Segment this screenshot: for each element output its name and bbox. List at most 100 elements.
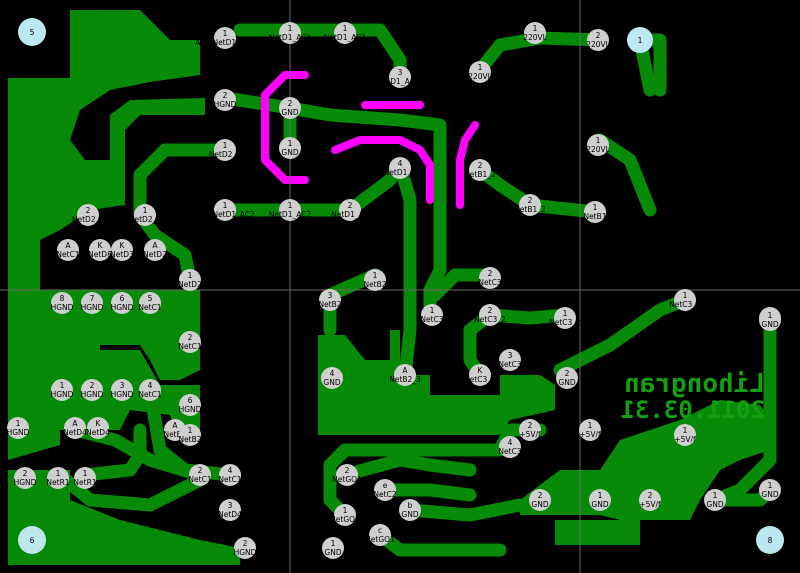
pad-number: 7 — [90, 294, 95, 303]
pad-number: 1 — [343, 24, 348, 33]
pad-net-label: NetD4 — [63, 428, 87, 437]
pad-number: 6 — [120, 294, 125, 303]
pad-circle — [111, 292, 133, 314]
copper-pour-right-bottom — [520, 400, 770, 520]
svg-text:1: 1 — [638, 36, 643, 45]
pad-number: 2 — [90, 381, 95, 390]
pad-circle — [524, 22, 546, 44]
pad-net-label: HGND — [51, 390, 74, 399]
pad-net-label: NetGO1 — [332, 475, 362, 484]
trace-r1b — [53, 468, 207, 512]
copper-pour-right-low — [555, 520, 640, 545]
pad-circle — [374, 479, 396, 501]
pad-net-label: GND — [761, 320, 778, 329]
trace-c-col — [373, 528, 507, 557]
pad-number: 1 — [188, 271, 193, 280]
pad-number: 1 — [288, 24, 293, 33]
pad-net-label: +5V/f — [639, 500, 661, 509]
board-marks: Lihongran 2011.03.31 — [621, 369, 766, 424]
pad-number: K — [98, 241, 104, 250]
pad: 2+5V/f — [639, 489, 661, 511]
pad-net-label: +5V/f — [579, 430, 601, 439]
trace-r1 — [78, 423, 147, 482]
pad-number: 4 — [148, 381, 153, 390]
pad-net-label: NetGO1 — [365, 535, 395, 544]
pad-number: 1 — [768, 311, 773, 320]
pad-net-label: NetB2_3 — [389, 375, 421, 384]
pad-circle — [214, 199, 236, 221]
pad-circle — [519, 194, 541, 216]
pad-number: 1 — [188, 426, 193, 435]
trace-b1 — [473, 163, 602, 219]
pad: 3D1_A — [389, 66, 411, 88]
pad-net-label: NetD1_AC1 — [269, 33, 312, 42]
pad-circle — [479, 267, 501, 289]
pad-circle — [389, 66, 411, 88]
pad-net-label: NetB2 — [163, 430, 186, 439]
pad-net-label: NetD2 — [143, 250, 167, 259]
silk-bridge-mid — [331, 136, 434, 204]
pad-circle — [469, 159, 491, 181]
pad-net-label: NetR1 — [46, 478, 69, 487]
pad-circle — [674, 424, 696, 446]
pad-circle — [704, 489, 726, 511]
pad-circle — [529, 489, 551, 511]
pad-net-label: NetC1 — [178, 342, 201, 351]
pad-circle — [674, 289, 696, 311]
copper-pour-bottom-left — [8, 470, 240, 565]
pad-number: 8 — [60, 294, 65, 303]
pad-circle — [334, 22, 356, 44]
copper-pour-center — [318, 330, 555, 435]
pad-number: 2 — [223, 91, 228, 100]
pad-net-label: NetR1 — [73, 478, 96, 487]
pad-net-label: HGND — [234, 548, 257, 557]
pad-circle — [7, 417, 29, 439]
author-mark: Lihongran — [624, 369, 765, 399]
pad-number: K — [120, 241, 126, 250]
pad-circle — [279, 97, 301, 119]
pad-net-label: NetC3 — [498, 360, 521, 369]
pad-number: 4 — [398, 159, 403, 168]
pad-circle — [214, 27, 236, 49]
pad-number: 1 — [288, 139, 293, 148]
pad-net-label: NetD2_2 — [72, 215, 104, 224]
pad-net-label: GND — [281, 148, 298, 157]
pad-net-label: D1_A — [390, 77, 410, 86]
copper-pour-hgnd-lower — [8, 330, 200, 460]
trace-c3-3 — [483, 308, 572, 325]
pad-circle — [556, 367, 578, 389]
pad-circle — [144, 239, 166, 261]
pad-net-label: NetGO1 — [330, 515, 360, 524]
pad-circle — [64, 417, 86, 439]
pad-net-label: NetC1 — [138, 303, 161, 312]
pad-net-label: NetD8 — [88, 250, 112, 259]
pad-number: 2 — [243, 539, 248, 548]
pad-circle — [134, 204, 156, 226]
pad-net-label: NetD4 — [86, 428, 110, 437]
pad-net-label: 220VL — [586, 145, 610, 154]
pad-number: 4 — [330, 369, 335, 378]
pad-net-label: AC2 NetD1_AC2 — [195, 210, 255, 219]
pad-number: 1 — [768, 481, 773, 490]
